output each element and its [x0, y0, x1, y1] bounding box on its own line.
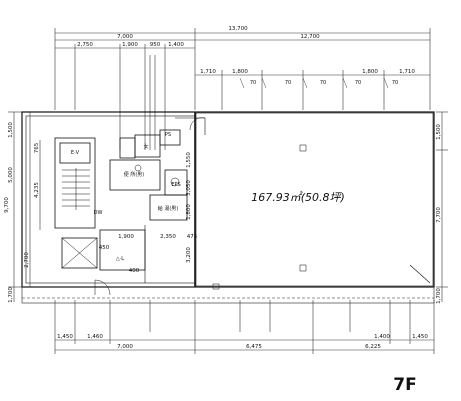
- dim-top-row3-2: 1,800: [362, 69, 378, 75]
- dim-left-6: 1,700: [8, 287, 14, 303]
- dim-top-sub-1: 1,900: [122, 42, 138, 48]
- dim-left-4: 765: [34, 142, 40, 153]
- dim-bottom-row2-2: 6,225: [365, 344, 381, 350]
- dim-inner-2: 1,800: [186, 204, 192, 220]
- dim-left-2: 9,700: [4, 197, 10, 213]
- dim-right-1: 7,700: [436, 207, 442, 223]
- label-ps: PS: [165, 132, 171, 138]
- right-dimension-lines: [436, 111, 448, 302]
- dim-bottom-row1-0: 1,450: [57, 334, 73, 340]
- dim-inner-6: 475: [187, 234, 198, 240]
- dim-inner-5: 2,350: [160, 234, 176, 240]
- dim-top-left: 7,000: [117, 34, 133, 40]
- label-dw: DW: [94, 210, 103, 216]
- dim-right-2: 1,700: [436, 288, 442, 304]
- dim-inner-0: 1,550: [186, 152, 192, 168]
- dim-top-sub-0: 2,750: [77, 42, 93, 48]
- columns: [212, 144, 307, 290]
- label-kitchen: 給 湯(男): [158, 205, 179, 212]
- dim-inner-7: 450: [99, 245, 110, 251]
- window-mark-0: 70: [250, 80, 256, 86]
- label-eps: EPS: [171, 182, 180, 188]
- floor-label: 7F: [393, 375, 416, 395]
- dim-bottom-row2-0: 7,000: [117, 344, 133, 350]
- left-dimension-lines: [8, 111, 41, 302]
- dim-top-sub-3: 1,400: [168, 42, 184, 48]
- top-dimension-lines: [54, 28, 431, 150]
- stair-treads: [62, 168, 90, 210]
- dim-top-row3-0: 1,710: [200, 69, 216, 75]
- dim-top-sub-2: 950: [150, 42, 161, 48]
- dim-top-row3-3: 1,710: [399, 69, 415, 75]
- area-label: 167.93㎡(50.8坪): [251, 191, 345, 204]
- dim-top-right: 12,700: [300, 34, 320, 40]
- dim-bottom-row1-3: 1,450: [412, 334, 428, 340]
- dim-inner-4: 1,900: [118, 234, 134, 240]
- dim-top-row3-1: 1,800: [232, 69, 248, 75]
- dim-inner-1: 3,050: [186, 180, 192, 196]
- label-restroom: 便 所(男): [124, 171, 145, 178]
- core-rooms: [54, 117, 206, 296]
- dim-left-5: 2,700: [24, 252, 30, 268]
- window-mark-3: 70: [355, 80, 361, 86]
- exterior-walls: [21, 111, 435, 288]
- dim-left-3: 4,235: [34, 182, 40, 198]
- dim-bottom-row1-1: 1,460: [87, 334, 103, 340]
- label-restroom-w: 女: [143, 143, 148, 150]
- label-ev: E·V: [71, 150, 80, 156]
- dim-bottom-row2-1: 6,475: [246, 344, 262, 350]
- bottom-dimension-lines: [54, 300, 435, 354]
- window-mark-2: 70: [320, 80, 326, 86]
- dim-inner-8: 400: [129, 268, 140, 274]
- label-ev-lobby: △·L: [116, 256, 124, 262]
- dim-left-0: 1,500: [8, 122, 14, 138]
- dim-left-1: 5,000: [8, 167, 14, 183]
- dim-inner-3: 3,200: [186, 247, 192, 263]
- window-mark-1: 70: [285, 80, 291, 86]
- window-mark-4: 70: [392, 80, 398, 86]
- window-marks: [239, 77, 389, 89]
- dim-overall: 13,700: [228, 26, 248, 32]
- dim-bottom-row1-2: 1,400: [374, 334, 390, 340]
- balcony: [21, 286, 435, 304]
- dim-right-0: 1,500: [436, 124, 442, 140]
